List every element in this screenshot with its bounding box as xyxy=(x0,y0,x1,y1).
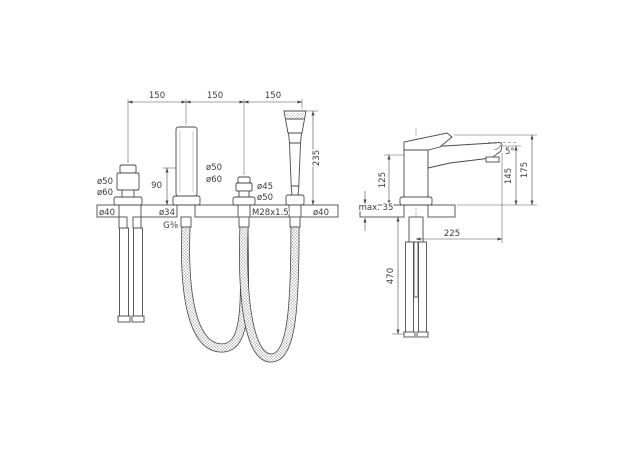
dim-deck-thickness-label: max. 35 xyxy=(359,203,394,213)
hose-end-fitting xyxy=(131,315,145,323)
side-under-deck xyxy=(403,216,429,338)
dim-spacing-3: 150 xyxy=(265,91,281,101)
dim-spout-dia-base: ø60 xyxy=(206,175,222,185)
bath-spout: 90 ø50 ø60 xyxy=(150,126,223,206)
dim-deck-thickness: max. 35 xyxy=(357,191,395,231)
handle-knob xyxy=(116,172,140,191)
dim-spout-height-label: 145 xyxy=(504,168,514,184)
shower-handle-end xyxy=(290,185,300,197)
handshower-hose xyxy=(239,221,300,363)
front-deck-labels: ø40 ø34 G⅜ M28x1.5 ø40 xyxy=(98,207,331,233)
supply-hoses xyxy=(117,227,145,323)
spout-aerator xyxy=(485,156,500,163)
dim-spacing-1: 150 xyxy=(149,91,165,101)
side-view: 5° 125 145 175 max. 35 xyxy=(357,128,537,338)
dim-handshower-height: 235 xyxy=(312,150,322,166)
hose-end-fitting xyxy=(416,331,429,338)
deck-section-side xyxy=(359,204,456,218)
dim-diverter-dia-base: ø50 xyxy=(257,193,273,203)
deck-section-front xyxy=(96,204,339,218)
diverter: ø45 ø50 xyxy=(232,176,274,206)
dim-spout-dia-top: ø50 xyxy=(206,163,222,173)
dim-spout-angle: 5° xyxy=(505,147,515,157)
hose-braid xyxy=(239,222,299,362)
dim-hose-dia-right: ø40 xyxy=(313,208,329,218)
dim-spout-reach: 225 xyxy=(415,153,503,243)
deck-segment xyxy=(300,204,339,218)
front-top-dimension: 150 150 150 xyxy=(127,90,303,175)
front-view: 150 150 150 xyxy=(96,90,339,363)
spout-shank xyxy=(180,216,192,228)
diverter-knob xyxy=(235,182,253,192)
dim-body-height-label: 125 xyxy=(378,172,388,188)
hose-end-fitting xyxy=(117,315,131,323)
diverter-neck xyxy=(238,190,250,198)
spout-column xyxy=(175,126,198,197)
shower-shank xyxy=(289,216,301,228)
dim-handle-dia-base: ø60 xyxy=(97,188,113,198)
under-deck-fittings xyxy=(118,216,301,229)
diverter-cap xyxy=(237,176,251,184)
diverter-base xyxy=(232,196,256,206)
mixer-side-profile xyxy=(399,132,503,206)
hose-braid xyxy=(181,222,249,352)
diverter-shank xyxy=(238,216,250,228)
shower-grip xyxy=(289,142,301,187)
shower-neck xyxy=(288,132,302,144)
hose-end-fitting xyxy=(403,331,416,338)
mounting-stud xyxy=(413,241,419,298)
threaded-shank xyxy=(408,216,424,243)
dim-body-height: 125 xyxy=(377,154,404,206)
spout-base xyxy=(172,195,201,206)
handle-valve: ø50 ø60 xyxy=(96,164,143,206)
handle-base xyxy=(113,196,143,206)
handle-cap xyxy=(119,164,137,174)
dim-hose-length: 470 xyxy=(385,216,404,335)
dim-total-height-label: 175 xyxy=(520,162,530,178)
dim-handle-dia-top: ø50 xyxy=(97,177,113,187)
supply-hose-left xyxy=(119,227,129,317)
handle-neck xyxy=(121,189,135,198)
dim-spacing-2: 150 xyxy=(207,91,223,101)
dim-spout-reach-label: 225 xyxy=(444,229,460,239)
dim-hole-dia: ø34 xyxy=(159,208,175,218)
mixer-body xyxy=(403,149,429,198)
dim-diverter-dia-top: ø45 xyxy=(257,182,273,192)
supply-fitting xyxy=(132,216,142,229)
dim-total-height: 175 xyxy=(454,134,537,206)
spout-angle-annotation: 5° xyxy=(488,142,518,158)
hand-shower: 235 xyxy=(283,110,323,206)
dim-spout-thread: G⅜ xyxy=(163,221,178,231)
deck-segment xyxy=(96,204,120,218)
shower-head-face xyxy=(285,113,305,119)
angle-arc xyxy=(493,144,502,151)
deck-segment xyxy=(140,204,178,218)
mixer-lever-handle xyxy=(403,132,453,151)
dim-spout-height-side: 145 xyxy=(503,145,521,206)
supply-fitting xyxy=(118,216,128,229)
mixer-base-plate xyxy=(399,196,433,206)
deck-segment xyxy=(359,204,405,218)
dim-hose-length-label: 470 xyxy=(386,268,396,284)
deck-segment xyxy=(194,204,239,218)
supply-hose-right xyxy=(133,227,143,317)
shower-cradle xyxy=(285,194,305,206)
spout-supply-hose xyxy=(181,221,250,353)
dim-diverter-thread: M28x1.5 xyxy=(252,208,289,218)
deck-segment xyxy=(249,204,290,218)
side-hose-left xyxy=(405,241,414,333)
dim-hose-dia-left: ø40 xyxy=(99,208,115,218)
side-hose-right xyxy=(418,241,427,333)
dim-spout-height: 90 xyxy=(151,181,162,191)
deck-segment xyxy=(427,204,456,218)
